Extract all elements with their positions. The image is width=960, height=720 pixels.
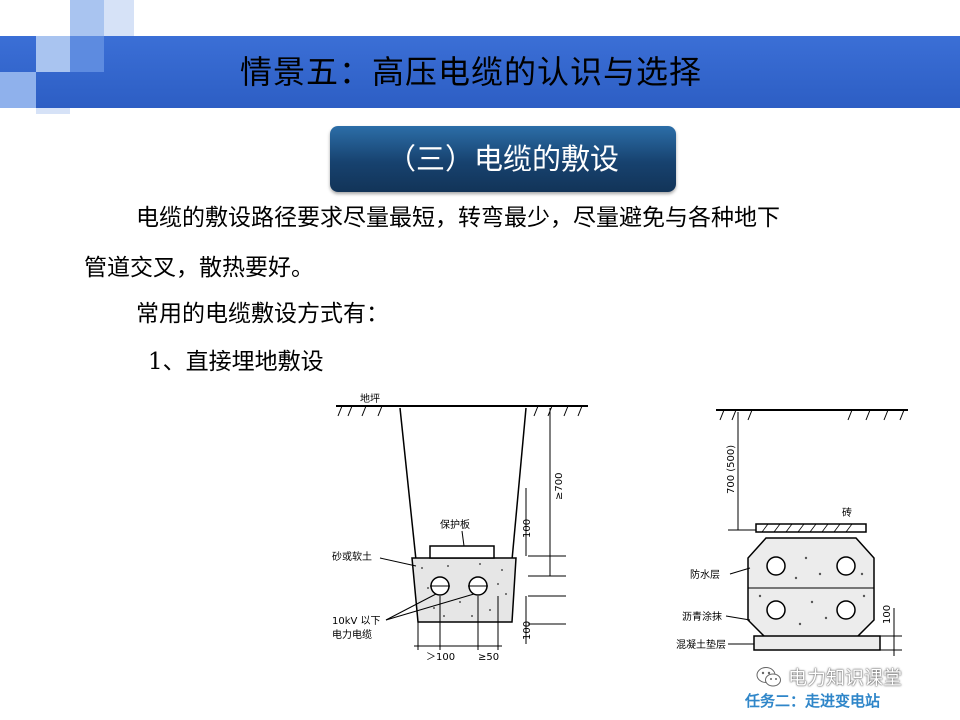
waterproof-label: 防水层	[690, 568, 720, 581]
footer-task-text: 任务二：走进变电站	[745, 692, 881, 710]
section-heading-box	[330, 126, 676, 192]
trench-diagram: 地坪 保护板 砂或软土 10kV 以下 电力电缆 ≥700 100 100 ＞1…	[330, 388, 594, 668]
corner-square-2	[104, 0, 134, 36]
paragraph-line-2: 管道交叉，散热要好。	[84, 255, 314, 281]
paragraph-line-1: 电缆的敷设路径要求尽量最短，转弯最少，尽量避免与各种地下	[136, 205, 780, 231]
corner-square-8	[70, 36, 104, 72]
dimension-100-right: 100	[882, 605, 893, 624]
sand-soil-label: 砂或软土	[332, 550, 372, 563]
cable-type-label-2: 电力电缆	[332, 628, 372, 641]
corner-square-5	[36, 108, 70, 114]
list-item-direct-burial: 1、直接埋地敷设	[148, 349, 324, 375]
paragraph-methods: 常用的电缆敷设方式有：	[136, 301, 389, 327]
watermark: 电力知识课堂	[756, 663, 902, 690]
dimension-100-top: 100	[522, 519, 533, 538]
protected-trench-diagram: 700 (500) 砖 防水层 沥青涂抹 混凝土垫层 100	[676, 398, 916, 660]
wechat-icon	[756, 666, 781, 686]
dimension-gt100: ＞100	[426, 652, 455, 663]
page-title: 情景五：高压电缆的认识与选择	[240, 53, 703, 91]
asphalt-label: 沥青涂抹	[682, 610, 722, 623]
section-heading: （三）电缆的敷设	[386, 142, 619, 176]
watermark-text: 电力知识课堂	[788, 667, 903, 689]
protect-board-label: 保护板	[440, 518, 470, 531]
concrete-label: 混凝土垫层	[676, 638, 726, 651]
dimension-100-bottom: 100	[522, 621, 533, 640]
corner-square-7	[0, 72, 36, 108]
ground-label: 地坪	[360, 392, 380, 405]
corner-square-6	[36, 36, 70, 72]
depth-dimension: ≥700	[554, 473, 565, 500]
dimension-ge50: ≥50	[478, 652, 499, 663]
depth-dimension-right: 700 (500)	[726, 445, 737, 494]
cable-type-label-1: 10kV 以下	[332, 616, 381, 627]
corner-square-1	[70, 0, 104, 36]
brick-label: 砖	[842, 506, 852, 519]
title-bar	[0, 36, 960, 108]
